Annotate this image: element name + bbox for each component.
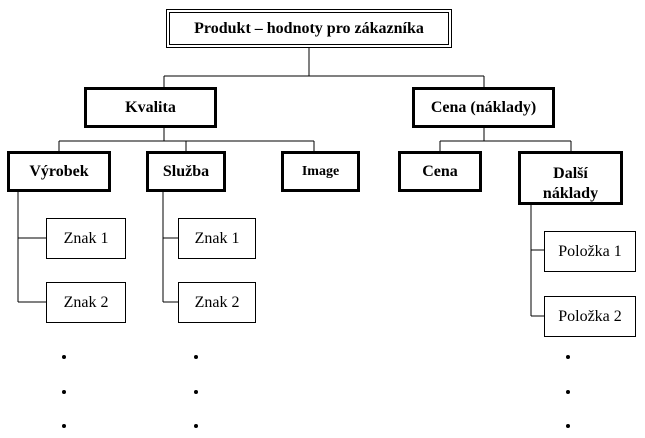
other-costs-node-label: Další náklady: [542, 165, 599, 202]
product-item-2: Znak 2: [46, 282, 126, 323]
other-costs-item-2: Položka 2: [544, 296, 636, 337]
price-node-label: Cena (náklady): [430, 98, 537, 116]
service-node-label: Služba: [162, 162, 210, 180]
cost-node: Cena: [398, 151, 482, 192]
continuation-dot: [566, 390, 570, 394]
product-node: Výrobek: [7, 151, 111, 192]
service-item-2: Znak 2: [178, 282, 256, 323]
service-node: Služba: [146, 151, 226, 192]
service-item-1: Znak 1: [178, 218, 256, 259]
product-node-label: Výrobek: [29, 162, 89, 180]
quality-node-label: Kvalita: [125, 98, 176, 116]
continuation-dot: [62, 424, 66, 428]
image-node: Image: [281, 151, 360, 192]
price-node: Cena (náklady): [412, 87, 555, 128]
root-node: Produkt – hodnoty pro zákazníka: [166, 9, 452, 48]
quality-node: Kvalita: [84, 87, 217, 128]
root-node-label: Produkt – hodnoty pro zákazníka: [194, 19, 424, 37]
image-node-label: Image: [301, 163, 340, 179]
continuation-dot: [566, 355, 570, 359]
other-costs-item-1: Položka 1: [544, 231, 636, 272]
other-costs-item-2-label: Položka 2: [558, 307, 622, 325]
cost-node-label: Cena: [422, 162, 458, 180]
continuation-dot: [194, 424, 198, 428]
service-item-2-label: Znak 2: [194, 293, 240, 311]
service-item-1-label: Znak 1: [194, 229, 240, 247]
other-costs-item-1-label: Položka 1: [558, 242, 622, 260]
continuation-dot: [62, 355, 66, 359]
product-item-1-label: Znak 1: [63, 229, 109, 247]
continuation-dot: [566, 424, 570, 428]
product-item-2-label: Znak 2: [63, 293, 109, 311]
continuation-dot: [194, 390, 198, 394]
continuation-dot: [194, 355, 198, 359]
product-item-1: Znak 1: [46, 218, 126, 259]
continuation-dot: [62, 390, 66, 394]
other-costs-node: Další náklady: [518, 151, 623, 205]
